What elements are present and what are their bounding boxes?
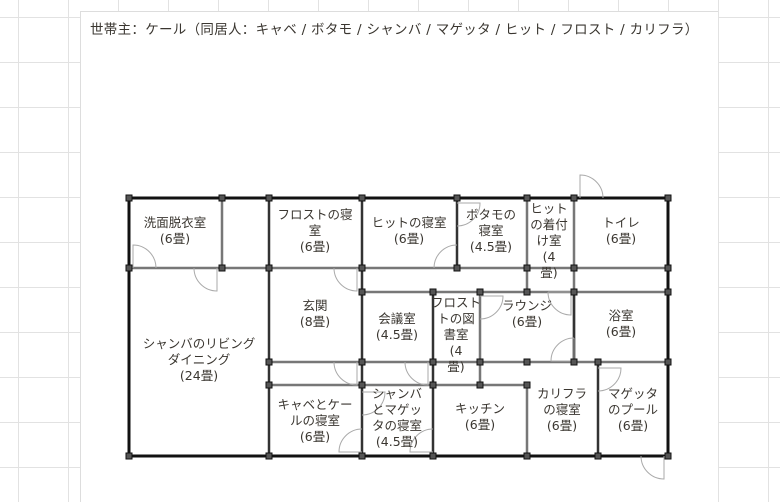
room-label-line: ルの寝室 bbox=[290, 413, 340, 428]
room-label-line: (6畳) bbox=[606, 231, 636, 246]
room-label-line: (4.5畳) bbox=[376, 327, 418, 342]
room-label-botamo-bedroom: ボタモの寝室(4.5畳) bbox=[466, 207, 516, 254]
room-label-kitchen: キッチン(6畳) bbox=[455, 401, 505, 432]
room-label-line: のプール bbox=[608, 402, 658, 417]
room-label-meeting: 会議室(4.5畳) bbox=[376, 311, 418, 342]
room-label-line: 洗面脱衣室 bbox=[144, 215, 207, 230]
room-label-line: (6畳) bbox=[606, 324, 636, 339]
room-label-line: ヒットの寝室 bbox=[371, 215, 446, 230]
room-label-line: 寝室 bbox=[478, 223, 503, 238]
room-label-shanba-living: シャンバのリビングダイニング(24畳) bbox=[143, 336, 256, 383]
room-label-kalifla-bedroom: カリフラの寝室(6畳) bbox=[537, 386, 587, 433]
room-label-magetta-pool: マゲッタのプール(6畳) bbox=[608, 386, 658, 433]
room-label-line: フロストの寝 bbox=[277, 207, 352, 222]
floor-plan: 洗面脱衣室(6畳)フロストの寝室(6畳)ヒットの寝室(6畳)ボタモの寝室(4.5… bbox=[125, 174, 672, 480]
room-label-line: トの図 bbox=[437, 311, 475, 326]
sheet-panel bbox=[80, 11, 718, 502]
room-label-cabe-kale-bedroom: キャベとケールの寝室(6畳) bbox=[277, 397, 352, 444]
doors bbox=[132, 174, 665, 480]
room-label-line: ダイニング bbox=[168, 352, 231, 367]
room-label-line: (8畳) bbox=[300, 314, 330, 329]
room-label-hit-bedroom: ヒットの寝室(6畳) bbox=[371, 215, 446, 246]
room-label-lounge: ラウンジ(6畳) bbox=[502, 298, 552, 329]
room-label-bath: 浴室(6畳) bbox=[606, 308, 636, 339]
room-label-line: の寝室 bbox=[543, 402, 581, 417]
room-label-line: の着付 bbox=[530, 217, 568, 232]
room-label-line: 会議室 bbox=[378, 311, 416, 326]
walls bbox=[127, 196, 670, 458]
room-label-line: ボタモの bbox=[466, 207, 516, 222]
room-label-line: シャンバのリビング bbox=[143, 336, 256, 351]
room-label-line: カリフラ bbox=[537, 386, 587, 401]
wall-nodes bbox=[125, 194, 672, 460]
room-label-entrance: 玄関(8畳) bbox=[300, 298, 330, 329]
room-label-line: (24畳) bbox=[180, 368, 218, 383]
room-label-line: ヒット bbox=[530, 201, 568, 216]
room-label-line: (4 bbox=[450, 343, 463, 358]
room-label-line: キッチン bbox=[455, 401, 505, 416]
room-label-line: 畳) bbox=[540, 265, 557, 280]
room-label-line: (4 bbox=[543, 249, 556, 264]
room-label-line: 玄関 bbox=[302, 298, 327, 313]
room-label-line: (6畳) bbox=[465, 417, 495, 432]
room-label-line: (4.5畳) bbox=[470, 239, 512, 254]
room-label-line: トイレ bbox=[602, 215, 640, 230]
room-label-washroom: 洗面脱衣室(6畳) bbox=[144, 215, 207, 246]
room-labels: 洗面脱衣室(6畳)フロストの寝室(6畳)ヒットの寝室(6畳)ボタモの寝室(4.5… bbox=[143, 201, 658, 449]
room-label-line: (6畳) bbox=[160, 231, 190, 246]
room-label-toilet: トイレ(6畳) bbox=[602, 215, 640, 246]
room-label-line: (6畳) bbox=[547, 418, 577, 433]
room-label-line: シャンバ bbox=[372, 386, 422, 401]
room-label-line: け室 bbox=[536, 233, 561, 248]
room-label-line: フロスト bbox=[431, 295, 481, 310]
room-label-line: キャベとケー bbox=[277, 397, 352, 412]
room-label-line: 浴室 bbox=[608, 308, 633, 323]
room-label-line: (6畳) bbox=[300, 239, 330, 254]
room-label-frost-bedroom: フロストの寝室(6畳) bbox=[277, 207, 352, 254]
room-label-line: ラウンジ bbox=[502, 298, 552, 313]
room-label-line: (6畳) bbox=[512, 314, 542, 329]
room-label-shanba-magetta-bedroom: シャンバとマゲッタの寝室(4.5畳) bbox=[372, 386, 422, 449]
room-label-line: 書室 bbox=[443, 327, 468, 342]
room-label-line: タの寝室 bbox=[372, 418, 422, 433]
household-title: 世帯主：ケール（同居人：キャベ / ボタモ / シャンバ / マゲッタ / ヒッ… bbox=[90, 22, 699, 38]
room-label-line: (6畳) bbox=[394, 231, 424, 246]
room-label-line: 室 bbox=[309, 223, 322, 238]
room-label-line: (6畳) bbox=[618, 418, 648, 433]
room-label-line: (4.5畳) bbox=[376, 434, 418, 449]
room-label-line: マゲッタ bbox=[608, 386, 658, 401]
room-label-line: とマゲッ bbox=[372, 402, 422, 417]
room-label-line: (6畳) bbox=[300, 429, 330, 444]
room-label-line: 畳) bbox=[447, 359, 464, 374]
